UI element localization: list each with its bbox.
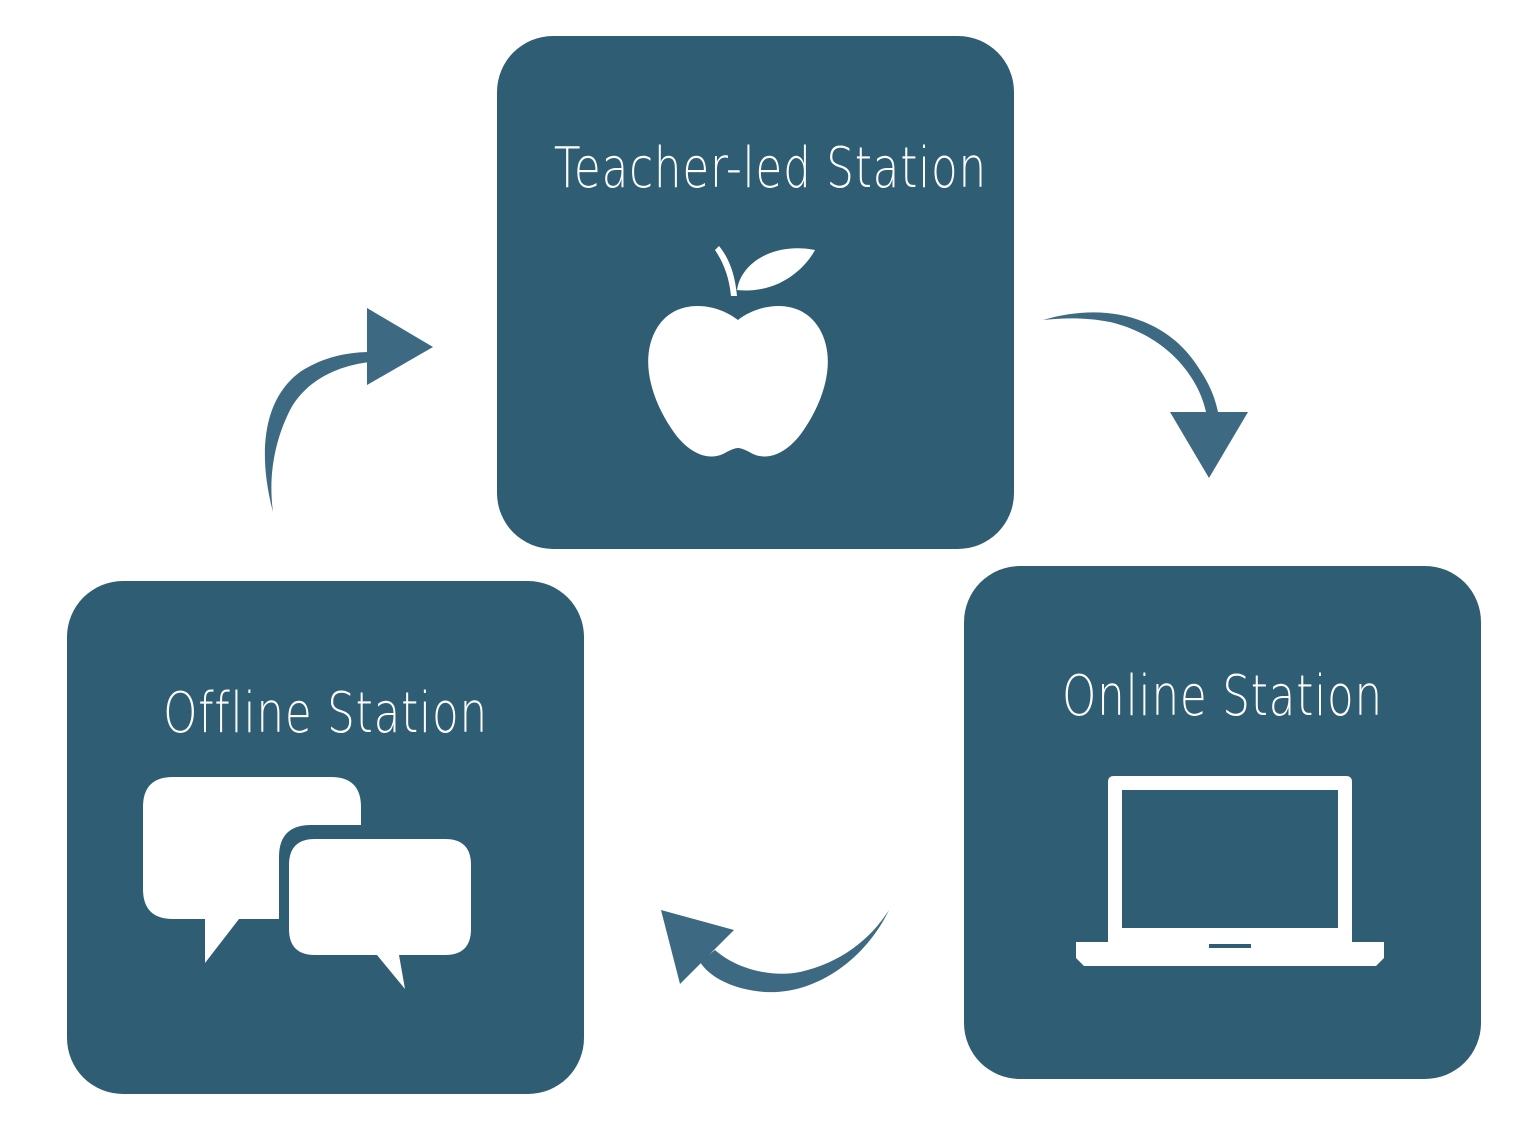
teacher-led-station-title: Teacher-led Station	[553, 136, 988, 201]
offline-station-box: Offline Station	[67, 581, 584, 1094]
speech-bubbles-icon	[143, 777, 471, 989]
laptop-icon	[1076, 776, 1384, 966]
online-station-title: Online Station	[1062, 664, 1383, 729]
online-station-box: Online Station	[964, 566, 1481, 1079]
arrow-teacher-to-online	[1043, 312, 1248, 478]
arrow-offline-to-teacher	[264, 308, 433, 512]
teacher-led-station-box: Teacher-led Station	[497, 36, 1014, 549]
apple-icon	[648, 246, 828, 457]
arrow-online-to-offline	[661, 910, 889, 993]
offline-station-title: Offline Station	[163, 681, 488, 746]
